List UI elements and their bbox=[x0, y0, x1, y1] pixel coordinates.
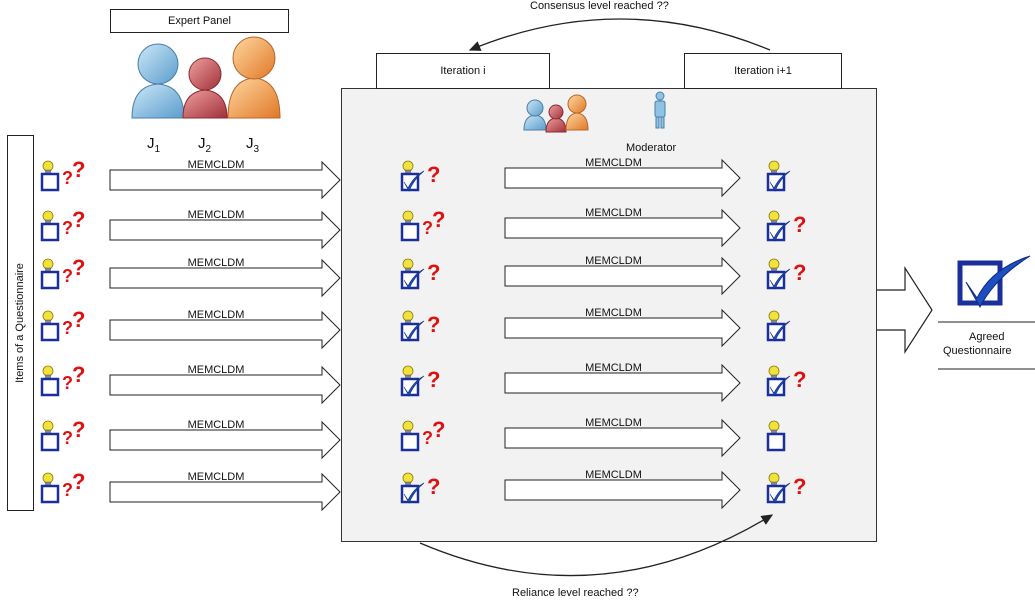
input-item-5: ?? bbox=[40, 362, 85, 397]
input-arrow-2: MEMCLDM bbox=[109, 209, 341, 250]
question-mark-icon: ? bbox=[72, 469, 85, 494]
bulb-icon bbox=[42, 160, 54, 175]
expert-panel-title: Expert Panel bbox=[110, 9, 289, 33]
question-mark-icon: ? bbox=[72, 362, 85, 387]
input-item-7: ?? bbox=[40, 469, 85, 504]
empty-box-icon bbox=[40, 377, 60, 397]
question-mark-icon: ? bbox=[72, 255, 85, 280]
consensus-curve-arrow bbox=[468, 18, 771, 51]
judge-3-icon bbox=[227, 36, 281, 119]
input-arrow-4: MEMCLDM bbox=[109, 309, 341, 350]
result-arrow bbox=[877, 265, 933, 355]
question-mark-icon: ? bbox=[62, 480, 73, 500]
bulb-icon bbox=[42, 472, 54, 487]
memcldm-label: MEMCLDM bbox=[188, 309, 245, 321]
iteration-i1-box: Iteration i+1 bbox=[684, 53, 842, 89]
judge-2-label: J2 bbox=[198, 135, 212, 155]
empty-box-icon bbox=[40, 484, 60, 504]
bulb-icon bbox=[42, 310, 54, 325]
iteration-i-label: Iteration i bbox=[440, 65, 486, 77]
question-mark-icon: ? bbox=[72, 307, 85, 332]
memcldm-label: MEMCLDM bbox=[188, 209, 245, 221]
input-arrow-7: MEMCLDM bbox=[109, 471, 341, 512]
moderator-label: Moderator bbox=[626, 142, 677, 154]
question-mark-icon: ? bbox=[72, 157, 85, 182]
question-mark-icon: ? bbox=[62, 168, 73, 188]
judge-2-icon bbox=[182, 57, 228, 119]
judge-1-label: J1 bbox=[147, 135, 161, 155]
memcldm-label: MEMCLDM bbox=[188, 364, 245, 376]
input-arrow-3: MEMCLDM bbox=[109, 257, 341, 298]
bulb-icon bbox=[42, 365, 54, 380]
iteration-panel bbox=[341, 88, 877, 542]
question-mark-icon: ? bbox=[72, 417, 85, 442]
items-questionnaire-label: Items of a Questionnaire bbox=[14, 263, 26, 383]
judge-3-label: J3 bbox=[246, 135, 260, 155]
memcldm-label: MEMCLDM bbox=[188, 159, 245, 171]
expert-panel-label: Expert Panel bbox=[168, 15, 231, 27]
input-arrow-6: MEMCLDM bbox=[109, 419, 341, 460]
empty-box-icon bbox=[40, 222, 60, 242]
question-mark-icon: ? bbox=[62, 318, 73, 338]
empty-box-icon bbox=[40, 432, 60, 452]
iteration-i-box: Iteration i bbox=[376, 53, 550, 89]
result-label-line2: Questionnaire bbox=[943, 345, 1012, 357]
input-item-6: ?? bbox=[40, 417, 85, 452]
empty-box-icon bbox=[40, 270, 60, 290]
input-arrow-1: MEMCLDM bbox=[109, 159, 341, 200]
bulb-icon bbox=[42, 258, 54, 273]
question-mark-icon: ? bbox=[72, 207, 85, 232]
result-label-line1: Agreed bbox=[969, 331, 1005, 343]
input-item-4: ?? bbox=[40, 307, 85, 342]
memcldm-label: MEMCLDM bbox=[188, 471, 245, 483]
bulb-icon bbox=[42, 210, 54, 225]
question-mark-icon: ? bbox=[62, 373, 73, 393]
memcldm-label: MEMCLDM bbox=[188, 419, 245, 431]
empty-box-icon bbox=[40, 322, 60, 342]
consensus-label: Consensus level reached ?? bbox=[530, 0, 669, 12]
empty-box-icon bbox=[40, 172, 60, 192]
input-item-3: ?? bbox=[40, 255, 85, 290]
bulb-icon bbox=[42, 420, 54, 435]
input-item-2: ?? bbox=[40, 207, 85, 242]
question-mark-icon: ? bbox=[62, 428, 73, 448]
question-mark-icon: ? bbox=[62, 218, 73, 238]
input-item-1: ?? bbox=[40, 157, 85, 192]
reliance-label: Reliance level reached ?? bbox=[512, 587, 639, 599]
iteration-i1-label: Iteration i+1 bbox=[734, 65, 792, 77]
input-arrow-5: MEMCLDM bbox=[109, 364, 341, 405]
memcldm-label: MEMCLDM bbox=[188, 257, 245, 269]
judge-1-icon bbox=[131, 43, 185, 119]
items-questionnaire-box bbox=[7, 135, 34, 511]
question-mark-icon: ? bbox=[62, 266, 73, 286]
